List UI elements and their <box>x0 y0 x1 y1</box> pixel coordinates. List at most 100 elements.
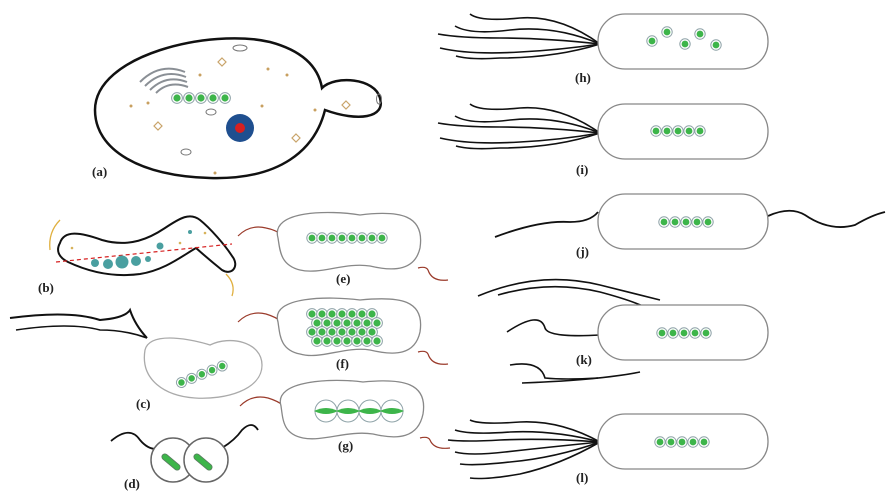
magnetosome-crystal <box>373 337 380 344</box>
magnetosome-crystal <box>323 337 330 344</box>
magnetosome-crystal <box>343 337 350 344</box>
magnetosome-crystal <box>363 319 370 326</box>
magnetosome-crystal <box>197 94 204 101</box>
nucleolus-icon <box>235 123 245 133</box>
magnetosome-crystal <box>705 219 712 226</box>
flagellum-d1 <box>111 433 162 449</box>
magnetosome-crystal <box>221 94 228 101</box>
magnetosome-crystal <box>319 235 326 242</box>
magnetosome-crystal <box>659 330 666 337</box>
cell-c-outline <box>144 338 262 398</box>
panel-b <box>50 216 236 296</box>
panel-label-a: (a) <box>92 164 107 179</box>
magnetosome-crystal <box>690 439 697 446</box>
panel-l <box>448 414 768 479</box>
magnetosome-crystal <box>363 337 370 344</box>
panel-j <box>495 194 885 249</box>
magnetosome-crystal <box>686 128 693 135</box>
panel-k <box>478 280 768 383</box>
flagellum-e1 <box>238 227 282 236</box>
magnetosome-crystal <box>209 94 216 101</box>
flagellum-g2 <box>420 437 450 448</box>
magnetosome-crystal <box>358 310 365 317</box>
magnetosome-crystal <box>329 235 336 242</box>
magnetosome-crystal <box>368 328 375 335</box>
magnetosome-crystal <box>313 337 320 344</box>
magnetosome-crystal <box>173 94 180 101</box>
panel-label-k: (k) <box>576 352 592 367</box>
magnetosome-crystal <box>308 328 315 335</box>
magnetosome-crystal <box>185 94 192 101</box>
flagella-bundle-h <box>438 14 600 59</box>
magnetosome-crystal <box>328 310 335 317</box>
magnetosome-crystal <box>338 328 345 335</box>
magnetosome-crystal <box>668 439 675 446</box>
magnetosome-crystal <box>694 219 701 226</box>
magnetosome-crystal <box>313 319 320 326</box>
magnetosome-crystal <box>661 219 668 226</box>
magnetosome-crystal <box>339 235 346 242</box>
magnetosome-crystal <box>675 128 682 135</box>
panel-label-g: (g) <box>338 438 353 453</box>
flagellum-e2 <box>418 267 448 280</box>
flagellum-b2 <box>226 274 233 296</box>
flagellum-j1 <box>495 212 598 237</box>
panel-c <box>10 310 262 398</box>
magnetosome-crystal <box>348 310 355 317</box>
panel-f <box>238 298 448 364</box>
magnetosome-crystal <box>323 319 330 326</box>
cell-a-outline <box>95 38 381 178</box>
magnetosome-crystal <box>359 235 366 242</box>
panel-label-e: (e) <box>336 271 350 286</box>
panel-label-j: (j) <box>576 244 589 259</box>
magnetosome-crystal <box>683 219 690 226</box>
magnetosome-crystal <box>373 319 380 326</box>
flagellum-c2 <box>16 326 147 338</box>
magnetosome-crystal <box>664 128 671 135</box>
magnetosome-crystal <box>664 29 671 36</box>
magnetosome-crystal <box>343 319 350 326</box>
magnetosome-crystal <box>679 439 686 446</box>
magnetosome-crystal <box>318 328 325 335</box>
magnetosome-crystal <box>682 41 689 48</box>
magnetosome-crystal <box>353 319 360 326</box>
panel-label-h: (h) <box>575 70 591 85</box>
magnetosome-crystal <box>692 330 699 337</box>
magnetosome-crystal <box>338 310 345 317</box>
magnetosome-crystal <box>308 310 315 317</box>
magnetosome-crystal <box>368 310 375 317</box>
magnetosome-crystal <box>649 38 656 45</box>
magnetosome-crystal <box>379 235 386 242</box>
magnetosome-crystal <box>328 328 335 335</box>
magnetosome-crystal <box>701 439 708 446</box>
flagellum-g1 <box>240 397 284 406</box>
flagellum-d2 <box>222 425 258 448</box>
panel-a <box>95 38 382 178</box>
cell-b-outline <box>58 216 235 275</box>
magnetosome-crystal <box>657 439 664 446</box>
magnetosome-crystal <box>713 42 720 49</box>
panel-label-f: (f) <box>336 356 349 371</box>
magnetosome-crystal <box>309 235 316 242</box>
flagellum-c <box>10 310 147 338</box>
panel-label-d: (d) <box>124 476 140 491</box>
panel-label-c: (c) <box>136 396 150 411</box>
cell-d-right <box>184 438 228 482</box>
magnetosome-crystal <box>697 31 704 38</box>
magnetosome-crystal <box>703 330 710 337</box>
flagella-bundle-i <box>438 104 600 149</box>
magnetosome-crystal <box>349 235 356 242</box>
flagellum-j2 <box>768 211 885 227</box>
panel-h <box>438 14 768 69</box>
panel-label-b: (b) <box>38 280 54 295</box>
flagellum-f2 <box>418 351 448 364</box>
magnetosome-crystal <box>348 328 355 335</box>
magnetosome-crystal <box>333 337 340 344</box>
flagellum-f1 <box>238 313 282 322</box>
magnetosome-crystal <box>353 337 360 344</box>
magnetosome-crystal <box>672 219 679 226</box>
magnetosome-crystal <box>653 128 660 135</box>
magnetosome-crystal <box>318 310 325 317</box>
magnetosome-crystal <box>681 330 688 337</box>
